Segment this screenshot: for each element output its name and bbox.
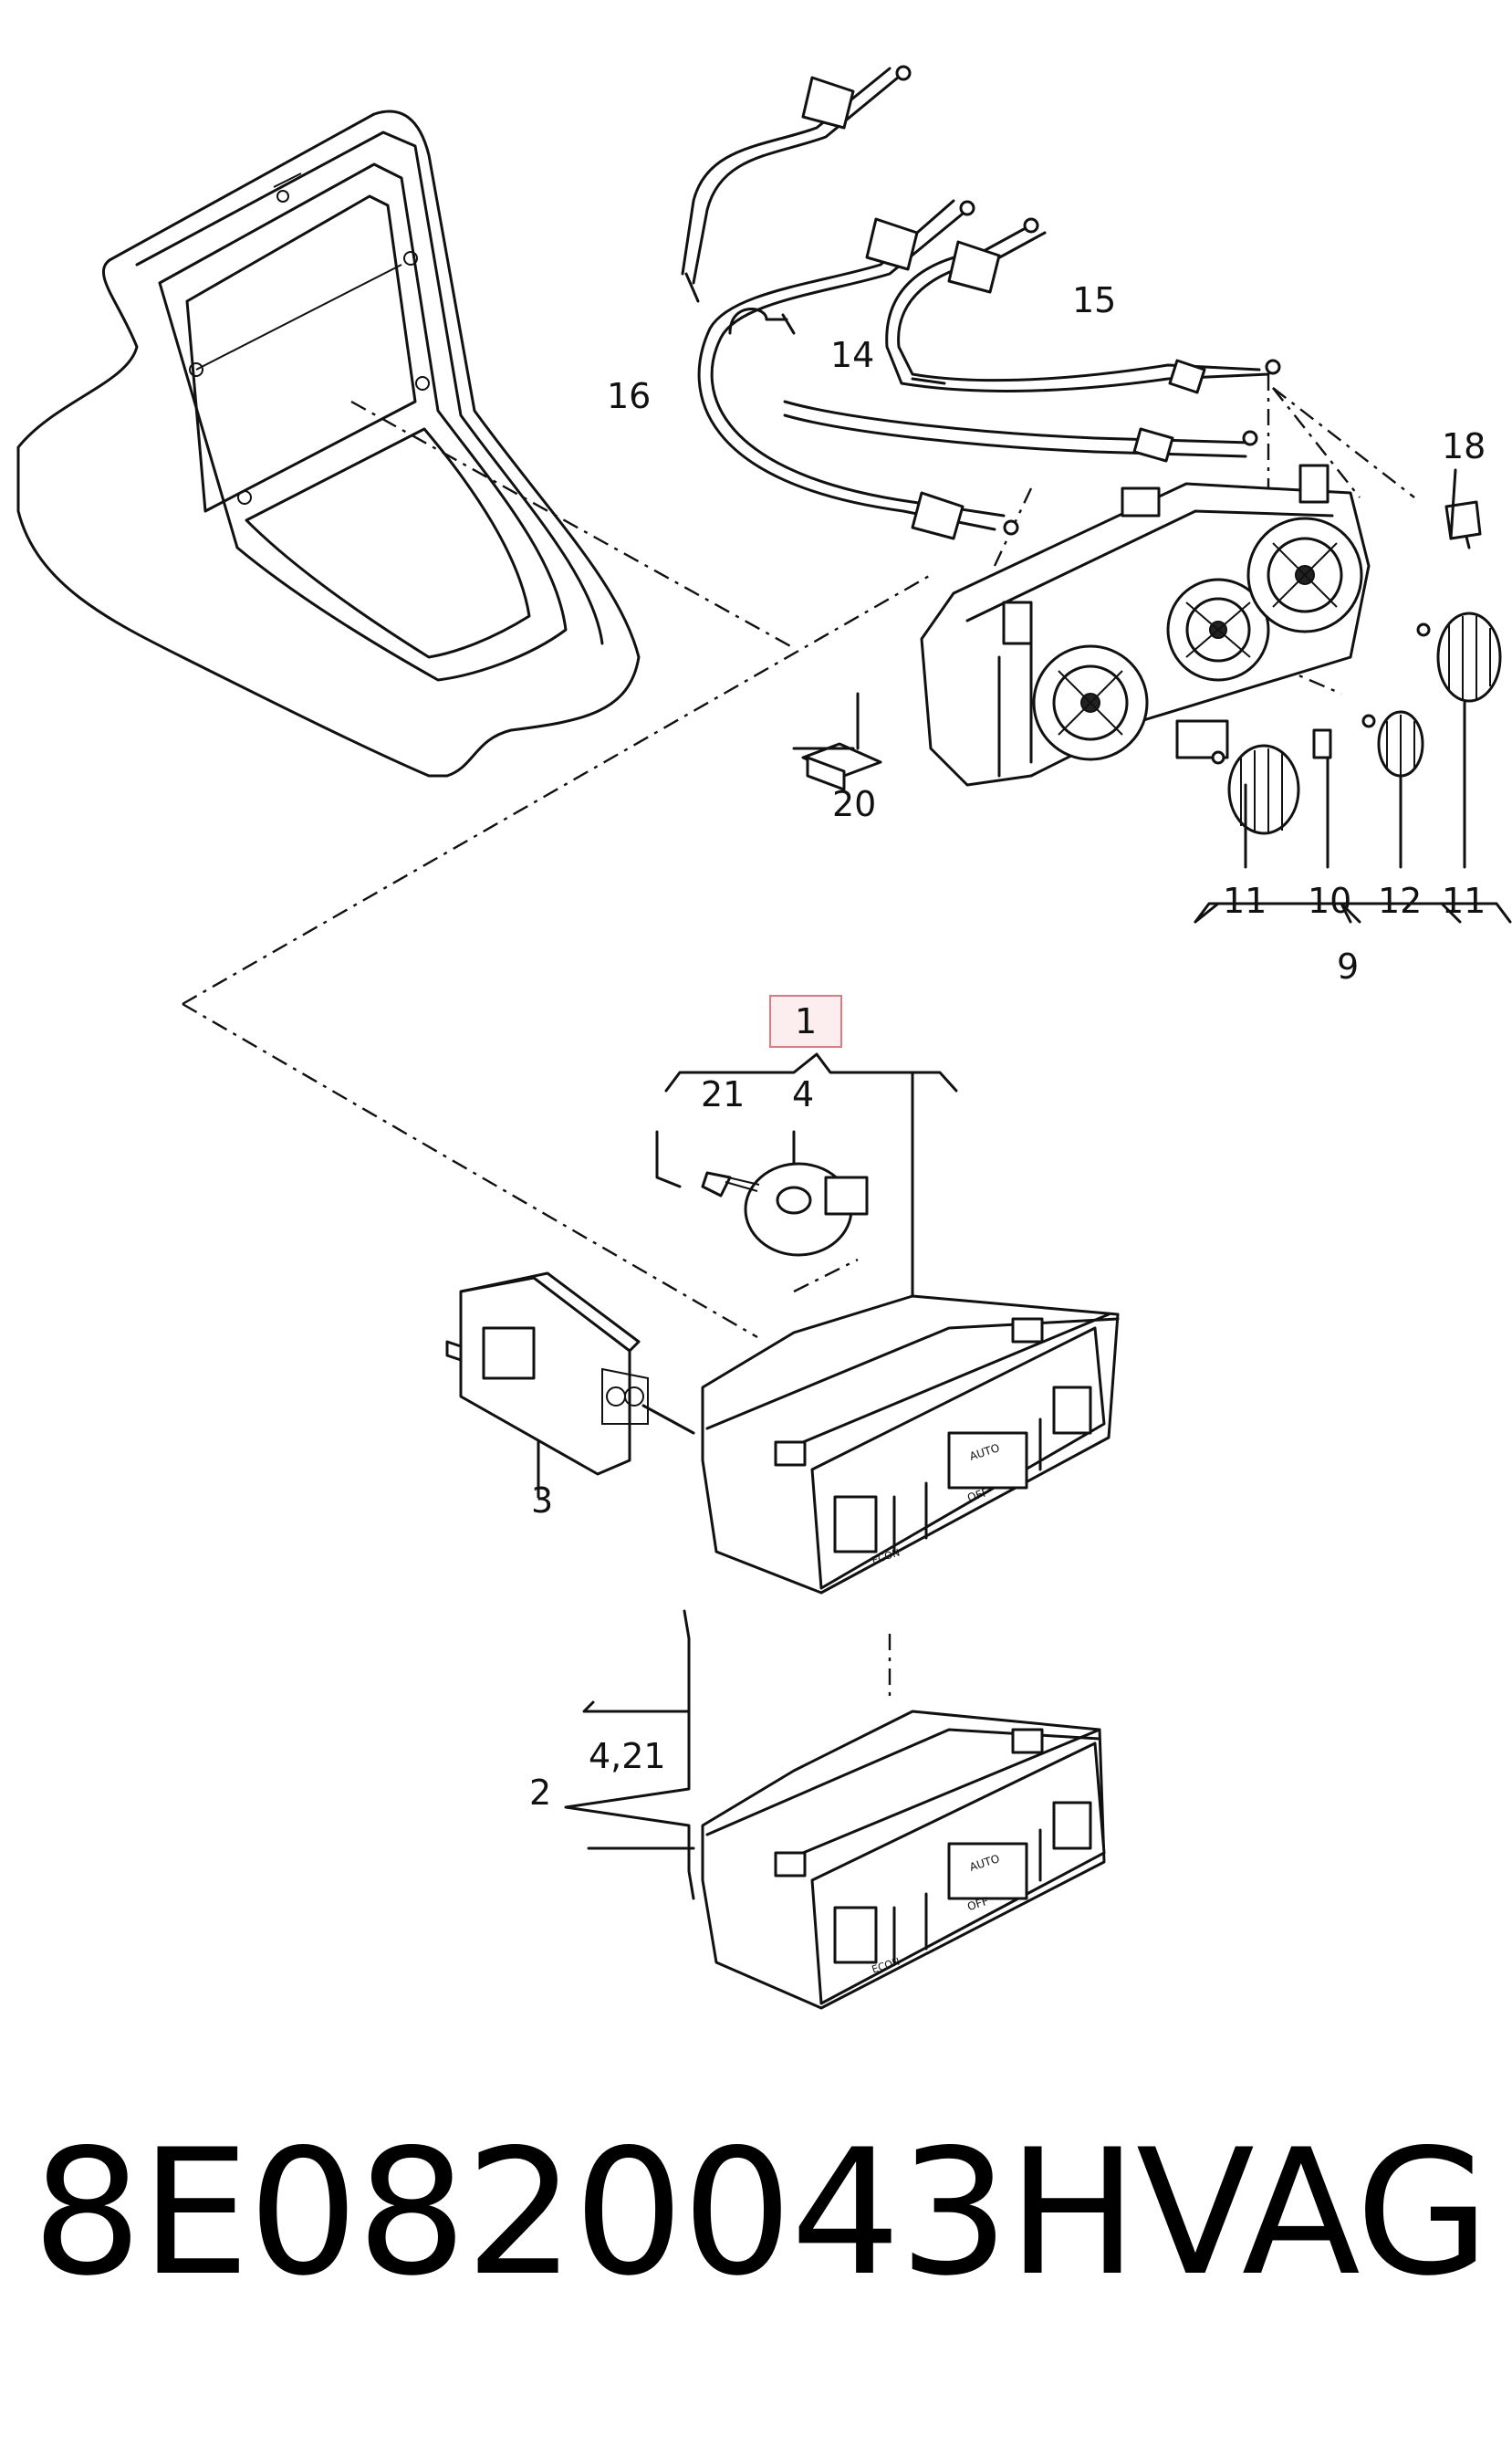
callout-14: 14: [830, 335, 875, 375]
callout-11a: 11: [1223, 881, 1267, 921]
climate-control-unit-1: [701, 1294, 1120, 1595]
callout-20: 20: [832, 784, 877, 824]
callout-11b: 11: [1442, 881, 1486, 921]
sensor-and-screw: [701, 1162, 869, 1257]
heater-control-assembly: [920, 464, 1371, 787]
climate-control-unit-2: [701, 1710, 1106, 2010]
brand-name: VAG: [1136, 2112, 1490, 2314]
callout-9: 9: [1337, 947, 1360, 987]
callout-21: 21: [701, 1074, 746, 1114]
center-console-trim: [16, 110, 641, 778]
callout-brackets: [537, 377, 1512, 1900]
callout-2: 2: [529, 1773, 552, 1813]
part-number: 8E0820043H: [32, 2112, 1138, 2314]
callout-15: 15: [1072, 280, 1117, 320]
control-module: [445, 1271, 649, 1476]
callout-3: 3: [531, 1480, 554, 1521]
callout-18: 18: [1442, 426, 1486, 466]
callout-10: 10: [1308, 881, 1352, 921]
clip-part: [801, 742, 882, 791]
callout-1[interactable]: 1: [769, 995, 843, 1048]
callout-4: 4: [792, 1074, 815, 1114]
bowden-cables: [681, 65, 1281, 540]
callout-12: 12: [1378, 881, 1423, 921]
callout-16: 16: [607, 376, 652, 416]
callout-4-21: 4,21: [589, 1736, 666, 1776]
rotary-knobs: [1211, 500, 1502, 835]
